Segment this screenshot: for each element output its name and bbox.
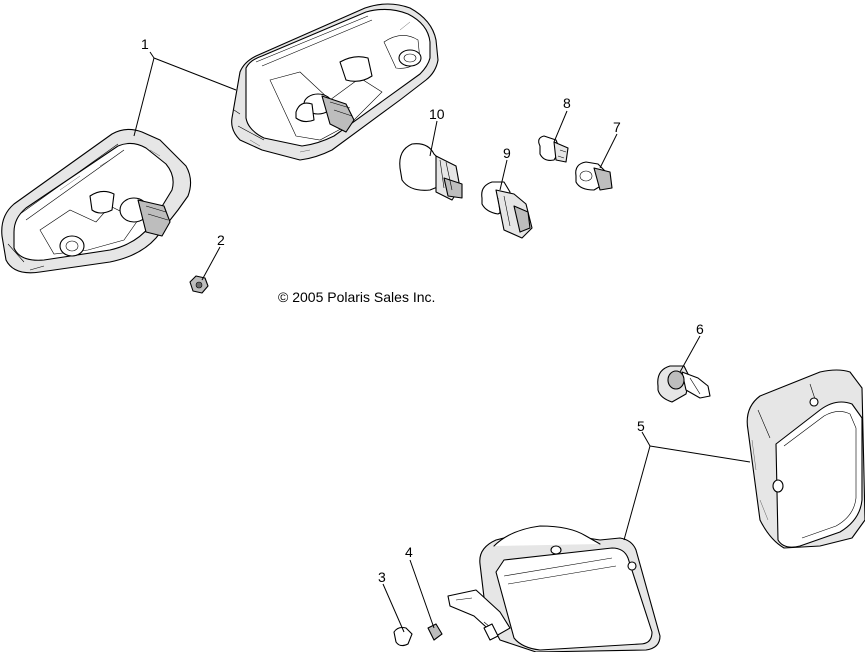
taillight-housing-upper [231,3,439,161]
callout-2: 2 [217,232,225,248]
callout-1: 1 [141,36,149,52]
plug-part-3 [393,626,413,647]
clip-part-4 [427,623,443,641]
leader-lines [133,51,751,633]
callout-labels: 1 2 10 9 8 7 6 5 4 3 [141,36,704,585]
headlight-housing-right [746,369,865,549]
callout-5: 5 [637,418,645,434]
callout-6: 6 [696,321,704,337]
headlight-housing-lower [447,525,661,652]
small-socket-part-7 [575,161,613,191]
callout-3: 3 [378,569,386,585]
headlight-bulb-part-6 [657,365,711,403]
callout-8: 8 [563,95,571,111]
callout-7: 7 [613,119,621,135]
copyright-notice: © 2005 Polaris Sales Inc. [278,289,435,305]
callout-4: 4 [405,544,413,560]
taillight-housing-lower [1,128,192,274]
small-bulb-part-8 [538,135,569,163]
bulb-socket-part-9 [481,181,533,239]
callout-9: 9 [503,145,511,161]
bulb-part-10 [399,143,463,201]
callout-10: 10 [429,106,445,122]
nut-part [189,275,209,294]
